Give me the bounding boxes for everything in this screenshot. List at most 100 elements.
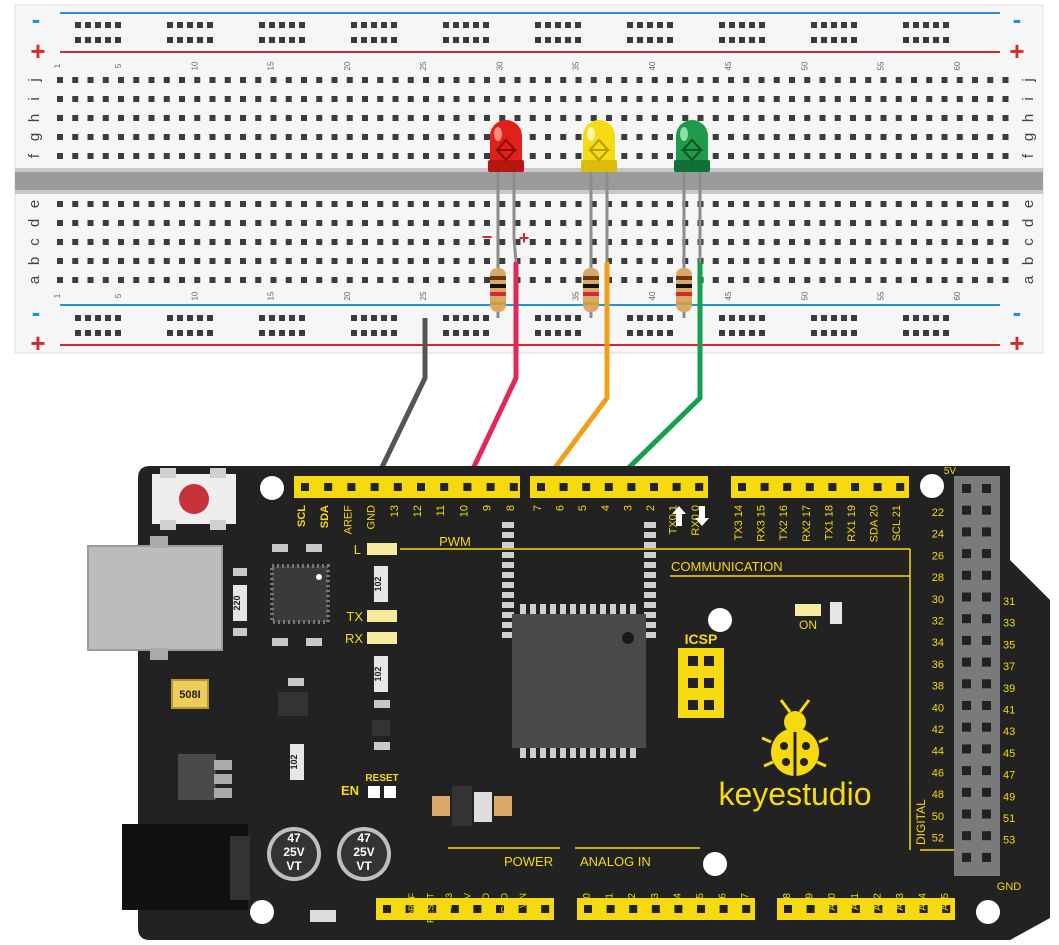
smd-part [374, 700, 390, 708]
column-number: 15 [267, 291, 276, 300]
breadboard-hole [484, 96, 490, 102]
breadboard-hole [163, 220, 170, 226]
cap-text: VT [356, 859, 372, 873]
breadboard-hole [804, 258, 811, 264]
breadboard-hole [743, 77, 750, 83]
breadboard-hole [438, 115, 445, 121]
digital-pin-label: 26 [932, 550, 944, 562]
header-pin [896, 483, 905, 491]
header-pin [324, 483, 333, 491]
pin-label: SCL 21 [891, 505, 903, 541]
breadboard-hole [102, 134, 109, 140]
breadboard-hole [743, 239, 750, 245]
breadboard-hole [331, 153, 338, 159]
breadboard-hole [850, 201, 856, 207]
breadboard-hole [209, 96, 216, 102]
breadboard-hole [194, 115, 201, 121]
breadboard-hole [728, 239, 734, 245]
breadboard-hole [972, 201, 978, 207]
breadboard-hole [667, 258, 673, 264]
pin-label: 5 [577, 505, 589, 511]
digital-pin-label: 46 [932, 767, 944, 779]
breadboard-hole [834, 77, 841, 83]
rail-hole [105, 330, 111, 336]
breadboard-hole [545, 239, 551, 245]
rail-hole [463, 330, 469, 336]
breadboard-hole [865, 258, 872, 264]
breadboard-hole [895, 220, 902, 226]
pin-label: A1 [605, 893, 616, 906]
breadboard-hole [865, 201, 872, 207]
breadboard-hole [895, 153, 902, 159]
breadboard-hole [163, 277, 170, 283]
mcu-pin [610, 604, 616, 616]
mcu-pin [644, 522, 656, 528]
rail-hole [851, 22, 857, 28]
header-pin [742, 905, 751, 913]
breadboard-hole [529, 258, 536, 264]
mcu-pin [502, 622, 514, 628]
breadboard-hole [880, 115, 887, 121]
rail-hole [729, 330, 735, 336]
breadboard-hole [499, 96, 506, 102]
breadboard-hole [468, 96, 475, 102]
breadboard-hole [972, 220, 978, 226]
breadboard-hole [651, 258, 658, 264]
column-number: 20 [343, 61, 352, 70]
pin-label: A4 [672, 893, 683, 906]
breadboard-hole [118, 153, 124, 159]
breadboard-hole [606, 258, 612, 264]
breadboard-hole [712, 239, 719, 245]
pin-label: A0 [582, 893, 593, 906]
digital-pin-label: 48 [932, 789, 944, 801]
rail-hole [381, 37, 387, 43]
row-letter: j [1020, 78, 1037, 82]
rail-hole [545, 22, 551, 28]
header-pin [982, 657, 991, 667]
digital-pin-label: 22 [932, 507, 944, 519]
mcu-pin [540, 746, 546, 758]
breadboard-hole [621, 239, 628, 245]
mcu-pin [644, 612, 656, 618]
breadboard-hole [773, 96, 780, 102]
breadboard-hole [834, 96, 841, 102]
breadboard-hole [240, 258, 246, 264]
breadboard-hole [270, 220, 277, 226]
rail-hole [555, 37, 561, 43]
header-pin [873, 483, 882, 491]
dc-power-jack [122, 824, 250, 910]
rail-hole [729, 37, 735, 43]
breadboard-hole [133, 201, 140, 207]
mcu-pin [644, 622, 656, 628]
breadboard-hole [712, 115, 719, 121]
breadboard-hole [819, 201, 826, 207]
rail-hole [831, 330, 837, 336]
pin-label: A14 [918, 893, 929, 911]
communication-label: COMMUNICATION [671, 559, 783, 574]
breadboard-hole [712, 134, 719, 140]
breadboard-hole [224, 115, 231, 121]
breadboard-hole [331, 201, 338, 207]
breadboard-hole [331, 96, 338, 102]
breadboard-hole [545, 134, 551, 140]
breadboard-hole [621, 220, 628, 226]
rail-hole [933, 330, 939, 336]
header-pin [417, 483, 425, 491]
header-pin [347, 483, 356, 491]
breadboard-hole [1002, 153, 1009, 159]
breadboard-hole [87, 277, 94, 283]
breadboard-hole [148, 201, 155, 207]
mounting-hole [260, 476, 284, 500]
breadboard-hole [1002, 220, 1009, 226]
breadboard-hole [560, 220, 567, 226]
breadboard-hole [438, 96, 445, 102]
breadboard-hole [941, 115, 948, 121]
breadboard-hole [87, 77, 94, 83]
breadboard-hole [590, 96, 597, 102]
mcu-pin [600, 746, 606, 758]
breadboard-hole [102, 239, 109, 245]
pin-label: GND [481, 893, 491, 914]
usb-port [87, 536, 223, 660]
breadboard-hole [575, 201, 582, 207]
breadboard-hole [590, 201, 597, 207]
